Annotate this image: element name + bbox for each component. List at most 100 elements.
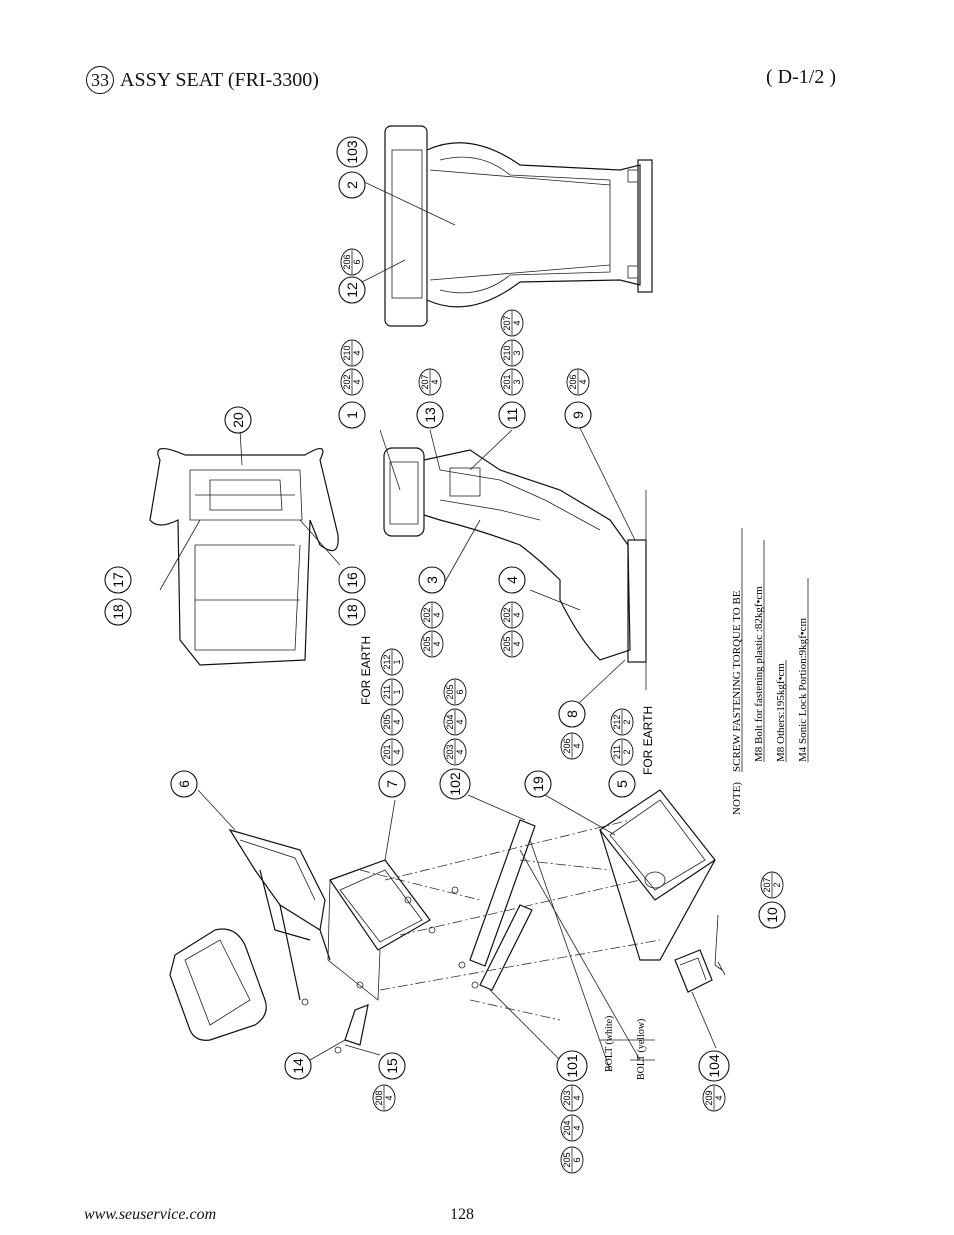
for-earth-label-2: FOR EARTH	[641, 706, 655, 775]
qty-202-4c-part: 202	[502, 607, 512, 622]
qty-207-4a-part: 207	[420, 374, 430, 389]
callout-group: 103 2 12 20 1 13 11 9 17 18 16 18 3 4 8 …	[104, 136, 786, 1082]
callout-12	[338, 276, 366, 304]
callout-18a	[104, 598, 132, 626]
page-ref: ( D-1/2 )	[766, 66, 836, 88]
qty-212-2-part: 212	[612, 714, 622, 729]
callout-12-label: 12	[344, 282, 360, 298]
callout-18b-label: 18	[344, 604, 360, 620]
qty-202-4b-part: 202	[422, 607, 432, 622]
qty-205-4c-count: 4	[392, 719, 402, 724]
callout-4	[498, 566, 526, 594]
qty-207-2-part: 207	[762, 877, 772, 892]
qty-208-4-count: 4	[384, 1095, 394, 1100]
qty-206-4a-part: 206	[568, 374, 578, 389]
qty-205-4a-part: 205	[422, 636, 432, 651]
callout-10	[758, 901, 786, 929]
qty-211-1-count: 1	[392, 689, 402, 694]
callout-3-label: 3	[424, 576, 440, 584]
callout-6-label: 6	[176, 780, 192, 788]
qty-210-3-count: 3	[512, 350, 522, 355]
qty-207-4a-count: 4	[430, 379, 440, 384]
callout-8-label: 8	[564, 710, 580, 718]
callout-16-label: 16	[344, 572, 360, 588]
qty-211-1-part: 211	[382, 685, 392, 699]
qty-212-2-count: 2	[622, 719, 632, 724]
qty-208-4-part: 208	[374, 1090, 384, 1105]
qty-207-2-count: 2	[772, 882, 782, 887]
callout-2	[338, 171, 366, 199]
qty-203-4b-count: 4	[572, 1095, 582, 1100]
qty-203-4a-count: 4	[455, 749, 465, 754]
qty-205-4a-count: 4	[432, 641, 442, 646]
qty-207-4b-part: 207	[502, 315, 512, 330]
page-number: 128	[450, 1206, 474, 1223]
qty-206-6-part: 206	[342, 254, 352, 269]
callout-7	[378, 770, 406, 798]
callout-18a-label: 18	[110, 604, 126, 620]
page-title: ASSY SEAT (FRI-3300)	[120, 68, 319, 91]
qty-210-3-part: 210	[502, 345, 512, 360]
qty-204-4b-part: 204	[562, 1120, 572, 1135]
qty-206-4b-count: 4	[572, 743, 582, 748]
callout-17-label: 17	[110, 572, 126, 588]
callout-3	[418, 566, 446, 594]
qty-204-4a-count: 4	[455, 719, 465, 724]
qty-205-6a-count: 6	[455, 689, 465, 694]
callout-13	[416, 401, 444, 429]
callout-7-label: 7	[384, 780, 400, 788]
callout-4-label: 4	[504, 576, 520, 584]
callout-15-label: 15	[384, 1058, 400, 1074]
qty-205-6b-count: 6	[572, 1157, 582, 1162]
qty-209-4-count: 4	[714, 1095, 724, 1100]
page-header-left: 33 ASSY SEAT (FRI-3300)	[86, 66, 319, 94]
qty-201-3-count: 3	[512, 379, 522, 384]
qty-210-4-part: 210	[342, 345, 352, 360]
seat-rear-view	[359, 125, 653, 327]
callout-8	[558, 700, 586, 728]
callout-15	[378, 1052, 406, 1080]
callout-9-label: 9	[570, 411, 586, 419]
qty-206-6-count: 6	[352, 259, 362, 264]
note-line-2: M8 Others:195kgf•cm	[775, 663, 787, 762]
callout-2-label: 2	[344, 181, 360, 189]
callout-14	[284, 1052, 312, 1080]
frame-exploded-view	[169, 789, 726, 1071]
qty-211-2-part: 211	[612, 745, 622, 759]
qty-203-4b-part: 203	[562, 1090, 572, 1105]
qty-202-4b-count: 4	[432, 612, 442, 617]
footer-url: www.seuservice.com	[84, 1206, 217, 1223]
callout-5-label: 5	[614, 780, 630, 788]
note-line-1: M8 Bolt for fastening plastic :82kgf•cm	[753, 586, 765, 762]
section-number: 33	[86, 66, 114, 94]
callout-104	[698, 1050, 730, 1082]
torque-note: NOTE) SCREW FASTENING TORQUE TO BE M8 Bo…	[731, 528, 809, 815]
qty-202-4a-count: 4	[352, 379, 362, 384]
for-earth-label-1: FOR EARTH	[359, 636, 373, 705]
callout-101-label: 101	[564, 1054, 580, 1078]
note-prefix: NOTE)	[731, 782, 743, 815]
callout-20	[224, 406, 252, 434]
qty-205-6a-part: 205	[445, 684, 455, 699]
qty-206-4a-count: 4	[578, 379, 588, 384]
callout-5	[608, 770, 636, 798]
callout-101	[556, 1050, 588, 1082]
callout-18b	[338, 598, 366, 626]
qty-201-3-part: 201	[502, 374, 512, 389]
bolt-yellow-label: BOLT (yellow)	[636, 1019, 647, 1080]
qty-211-2-count: 2	[622, 749, 632, 754]
callout-1-label: 1	[344, 411, 360, 419]
callout-103	[336, 136, 368, 168]
seat-side-view	[379, 427, 647, 705]
note-heading: SCREW FASTENING TORQUE TO BE	[731, 590, 743, 772]
callout-19	[524, 770, 552, 798]
note-line-3: M4 Sonic Lock Portion:9kgf•cm	[797, 617, 809, 762]
callout-10-label: 10	[764, 907, 780, 923]
qty-201-4-part: 201	[382, 744, 392, 759]
callout-20-label: 20	[230, 412, 246, 428]
qty-210-4-count: 4	[352, 350, 362, 355]
qty-201-4-count: 4	[392, 749, 402, 754]
qty-203-4a-part: 203	[445, 744, 455, 759]
qty-212-1-part: 212	[382, 654, 392, 669]
